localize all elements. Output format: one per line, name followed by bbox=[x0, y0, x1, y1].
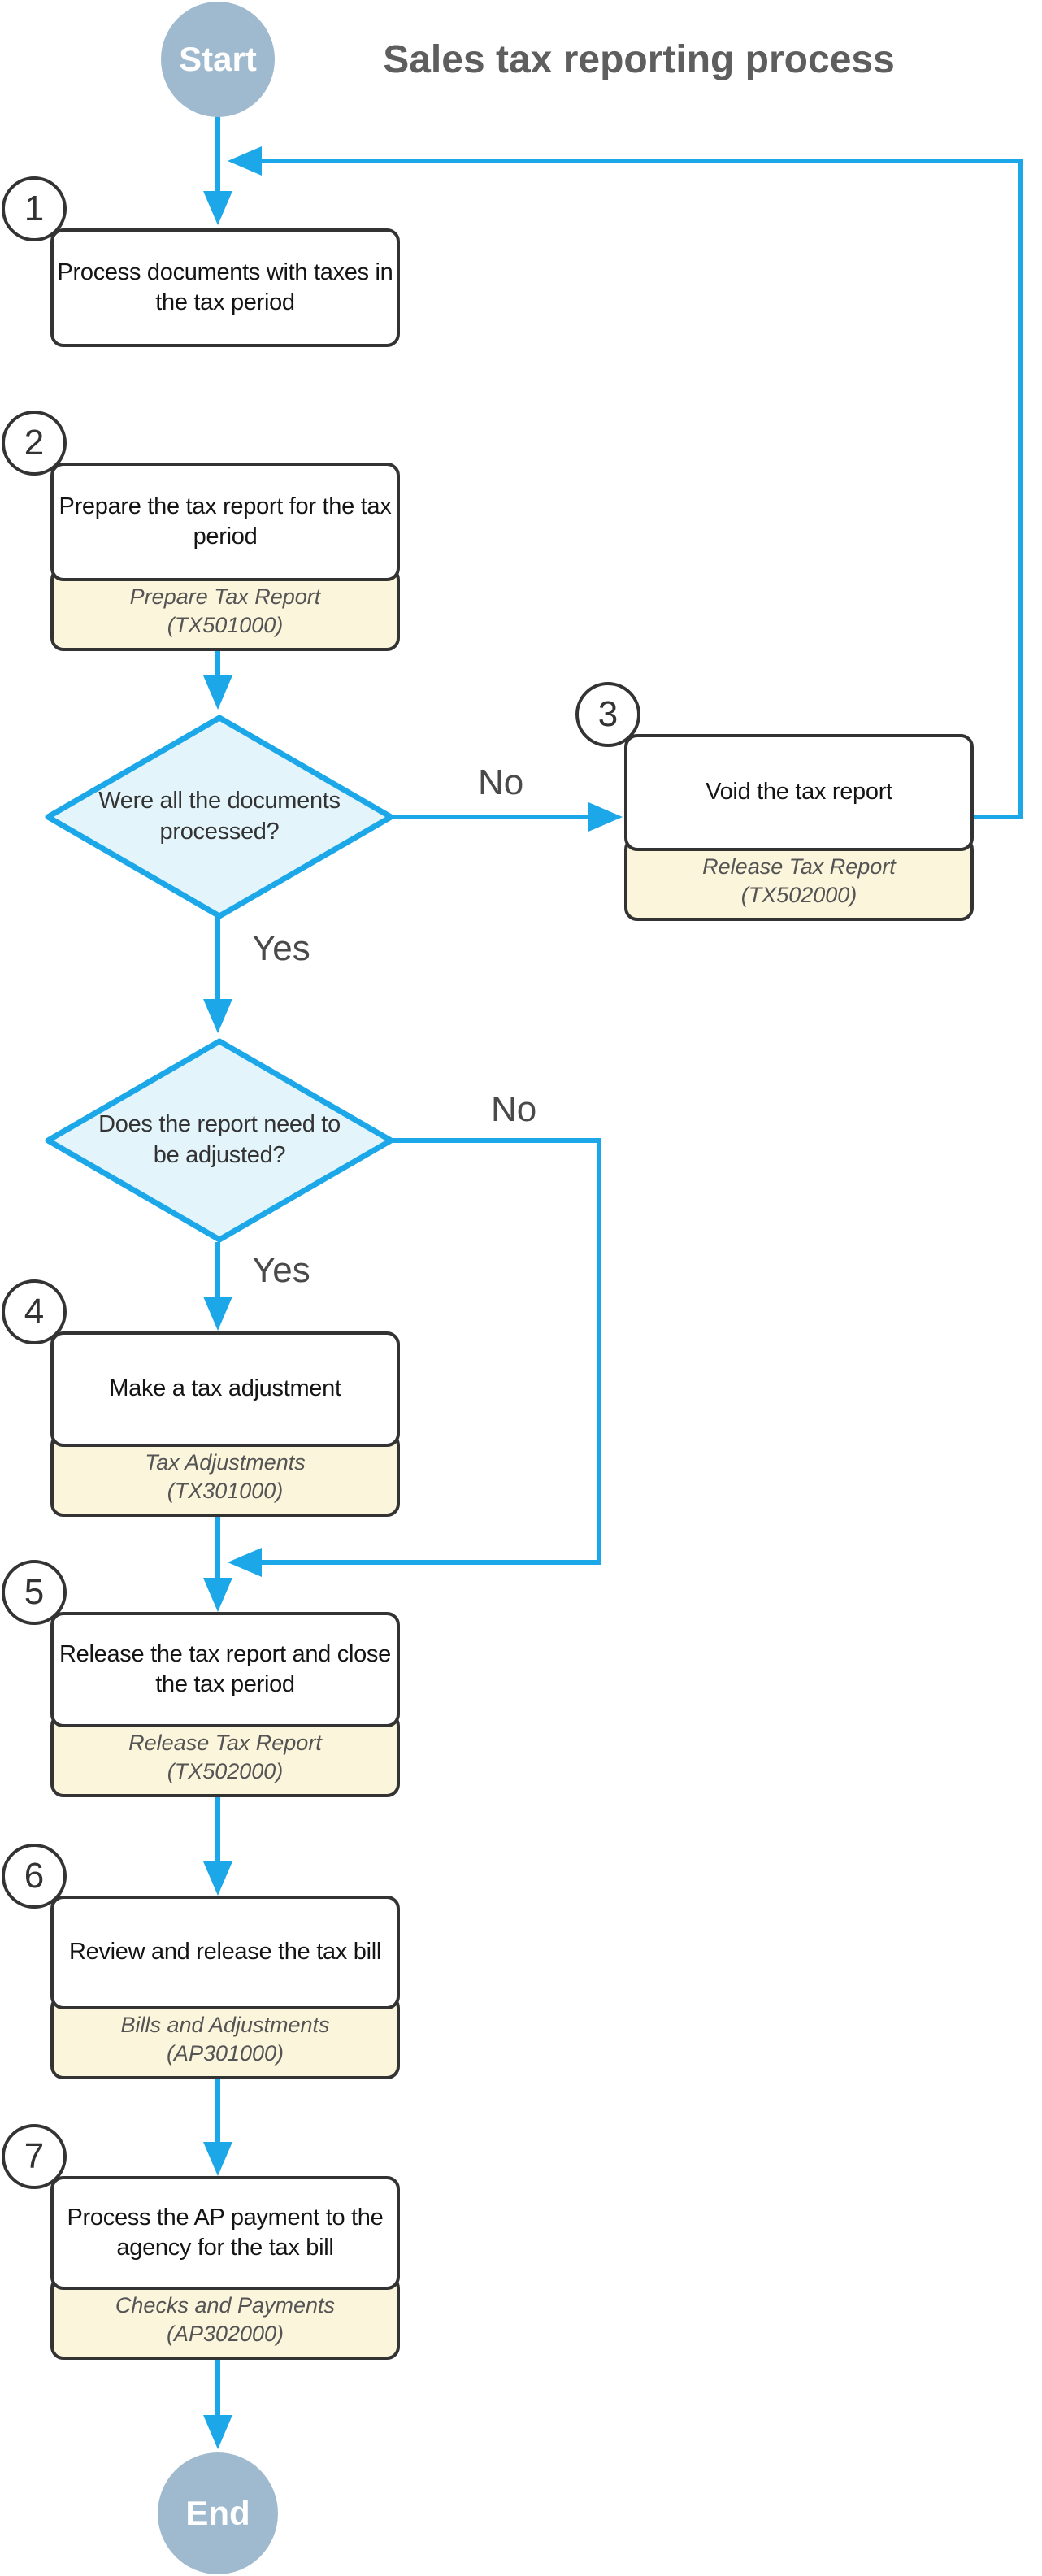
arrowhead-into-step1 bbox=[203, 191, 232, 225]
connector-loop-right-line bbox=[1018, 159, 1023, 819]
step5-screen-name: Release Tax Report bbox=[128, 1730, 322, 1755]
connector-start-to-step1-line bbox=[215, 115, 220, 197]
end-node: End bbox=[158, 2452, 278, 2574]
step1-number: 1 bbox=[24, 189, 45, 228]
step6-screen-name: Bills and Adjustments bbox=[120, 2012, 330, 2037]
arrowhead-loop-into-main-flow bbox=[228, 146, 262, 176]
step4-number: 4 bbox=[24, 1292, 45, 1331]
step7-number: 7 bbox=[24, 2136, 45, 2176]
connector-decision1-yes-line bbox=[215, 917, 220, 1005]
step5-action-text: Release the tax report and close the tax… bbox=[59, 1640, 391, 1697]
step3-action-text: Void the tax report bbox=[706, 779, 892, 806]
step4-screen-id: (TX301000) bbox=[167, 1478, 284, 1503]
connector-decision2-no-v-line bbox=[597, 1138, 601, 1565]
connector-step5-to-step6-line bbox=[215, 1796, 220, 1866]
step3-screen-id: (TX502000) bbox=[740, 882, 857, 907]
step6-number: 6 bbox=[24, 1856, 45, 1896]
step6-box: Review and release the tax bill bbox=[50, 1896, 400, 2009]
arrowhead-into-step3 bbox=[588, 802, 623, 832]
connector-step2-to-decision1-line bbox=[215, 651, 220, 680]
step1-box: Process documents with taxes in the tax … bbox=[50, 228, 400, 347]
decision2-diamond: Does the report need to be adjusted? bbox=[45, 1038, 394, 1243]
step7-box: Process the AP payment to the agency for… bbox=[50, 2176, 400, 2290]
decision2-shape bbox=[45, 1038, 394, 1243]
step3-number: 3 bbox=[597, 694, 619, 734]
step2-action-text: Prepare the tax report for the tax perio… bbox=[59, 493, 392, 550]
page-title: Sales tax reporting process bbox=[383, 38, 895, 81]
step2-number-badge: 2 bbox=[2, 411, 67, 476]
arrowhead-no-merge bbox=[228, 1548, 262, 1577]
step5-number: 5 bbox=[24, 1572, 45, 1612]
step2-screen-name: Prepare Tax Report bbox=[129, 584, 321, 609]
connector-decision1-no-line bbox=[393, 815, 593, 819]
connector-step3-to-loop-line bbox=[970, 815, 1023, 819]
connector-decision2-no-h-line bbox=[393, 1138, 601, 1143]
decision2-no-label: No bbox=[491, 1089, 537, 1129]
connector-decision2-no-merge-line bbox=[258, 1560, 601, 1565]
connector-step4-to-step5-line bbox=[215, 1515, 220, 1582]
step6-action-text: Review and release the tax bill bbox=[68, 1939, 382, 1966]
decision1-shape bbox=[45, 715, 394, 919]
connector-loop-top-line bbox=[258, 159, 1023, 163]
step2-number: 2 bbox=[24, 423, 45, 463]
connector-step7-to-end-line bbox=[215, 2360, 220, 2420]
end-label: End bbox=[185, 2494, 250, 2532]
step4-action-text: Make a tax adjustment bbox=[109, 1375, 341, 1402]
step3-box: Void the tax report bbox=[624, 734, 974, 851]
connector-step6-to-step7-line bbox=[215, 2078, 220, 2143]
arrowhead-into-decision2 bbox=[203, 999, 232, 1033]
step2-box: Prepare the tax report for the tax perio… bbox=[50, 463, 400, 581]
step7-screen-name: Checks and Payments bbox=[115, 2292, 336, 2318]
arrowhead-into-step5 bbox=[203, 1578, 232, 1612]
step1-action-text: Process documents with taxes in the tax … bbox=[57, 258, 393, 315]
step5-box: Release the tax report and close the tax… bbox=[50, 1612, 400, 1727]
step5-screen-id: (TX502000) bbox=[167, 1758, 284, 1783]
connector-decision2-yes-line bbox=[215, 1242, 220, 1301]
step2-screen-id: (TX501000) bbox=[167, 612, 284, 637]
decision1-no-label: No bbox=[478, 762, 524, 802]
step7-action-text: Process the AP payment to the agency for… bbox=[67, 2204, 384, 2261]
step6-screen-id: (AP301000) bbox=[166, 2040, 284, 2066]
step7-screen-id: (AP302000) bbox=[166, 2321, 284, 2346]
step4-box: Make a tax adjustment bbox=[50, 1331, 400, 1447]
decision1-diamond: Were all the documents processed? bbox=[45, 715, 394, 919]
step4-screen-name: Tax Adjustments bbox=[145, 1449, 306, 1475]
step3-screen-name: Release Tax Report bbox=[702, 854, 896, 879]
start-label: Start bbox=[179, 40, 257, 78]
arrowhead-into-end bbox=[203, 2415, 232, 2449]
arrowhead-into-step4 bbox=[203, 1297, 232, 1331]
arrowhead-into-step7 bbox=[203, 2142, 232, 2176]
arrowhead-into-step6 bbox=[203, 1861, 232, 1896]
decision2-question: Does the report need to be adjusted? bbox=[98, 1111, 341, 1168]
decision2-yes-label: Yes bbox=[252, 1250, 310, 1290]
start-node: Start bbox=[161, 2, 275, 117]
arrowhead-into-decision1 bbox=[203, 675, 232, 710]
decision1-yes-label: Yes bbox=[252, 928, 310, 968]
decision1-question: Were all the documents processed? bbox=[98, 788, 341, 845]
